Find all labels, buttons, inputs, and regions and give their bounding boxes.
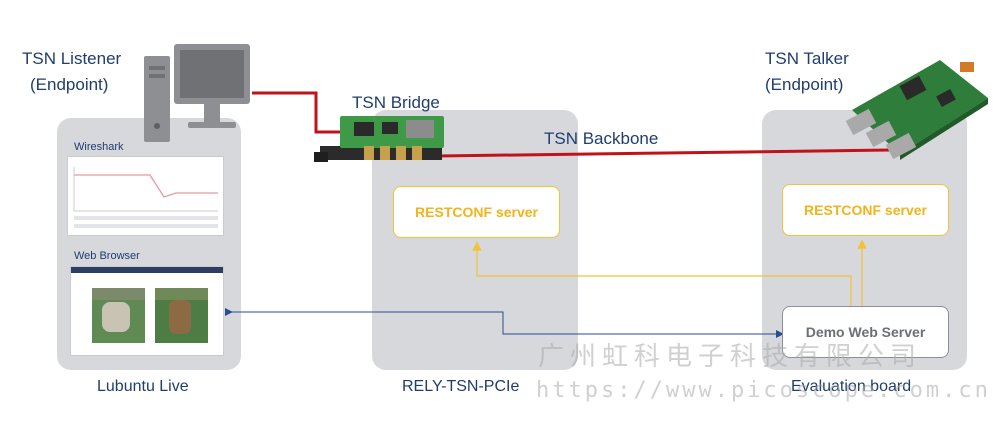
bridge-caption: RELY-TSN-PCIe <box>402 378 520 395</box>
demo-web-server-box: Demo Web Server <box>782 306 949 358</box>
pcie-bridge-card-icon <box>314 116 444 162</box>
talker-title: TSN Talker <box>765 49 849 68</box>
desktop-pc-icon <box>144 44 250 142</box>
video-thumbnail-left <box>92 288 145 343</box>
watermark-company: 广州虹科电子科技有限公司 <box>538 341 923 371</box>
wireshark-graph <box>73 167 218 228</box>
browser-screenshot <box>70 266 224 356</box>
listener-subtitle: (Endpoint) <box>30 75 109 94</box>
listener-caption: Lubuntu Live <box>97 378 189 395</box>
talker-caption: Evaluation board <box>791 378 912 395</box>
talker-restconf-server-box: RESTCONF server <box>782 184 949 236</box>
video-thumbnail-right <box>155 288 208 343</box>
wireshark-screenshot <box>67 156 224 236</box>
backbone-label: TSN Backbone <box>544 129 659 148</box>
wireshark-label: Wireshark <box>74 141 124 153</box>
evaluation-board-icon <box>845 60 988 160</box>
arrow-browser-to-webserver <box>225 308 784 338</box>
arrow-web-to-bridge-restconf <box>472 241 852 306</box>
cable-listener-bridge <box>252 91 343 134</box>
watermark-url: https://www.picoscope.com.cn <box>536 378 991 403</box>
cable-backbone <box>437 148 893 158</box>
bridge-title: TSN Bridge <box>352 93 440 112</box>
listener-title: TSN Listener <box>22 49 122 68</box>
browser-label: Web Browser <box>74 250 140 262</box>
browser-toolbar <box>71 267 223 273</box>
bridge-restconf-server-box: RESTCONF server <box>393 186 560 238</box>
talker-subtitle: (Endpoint) <box>765 75 844 94</box>
